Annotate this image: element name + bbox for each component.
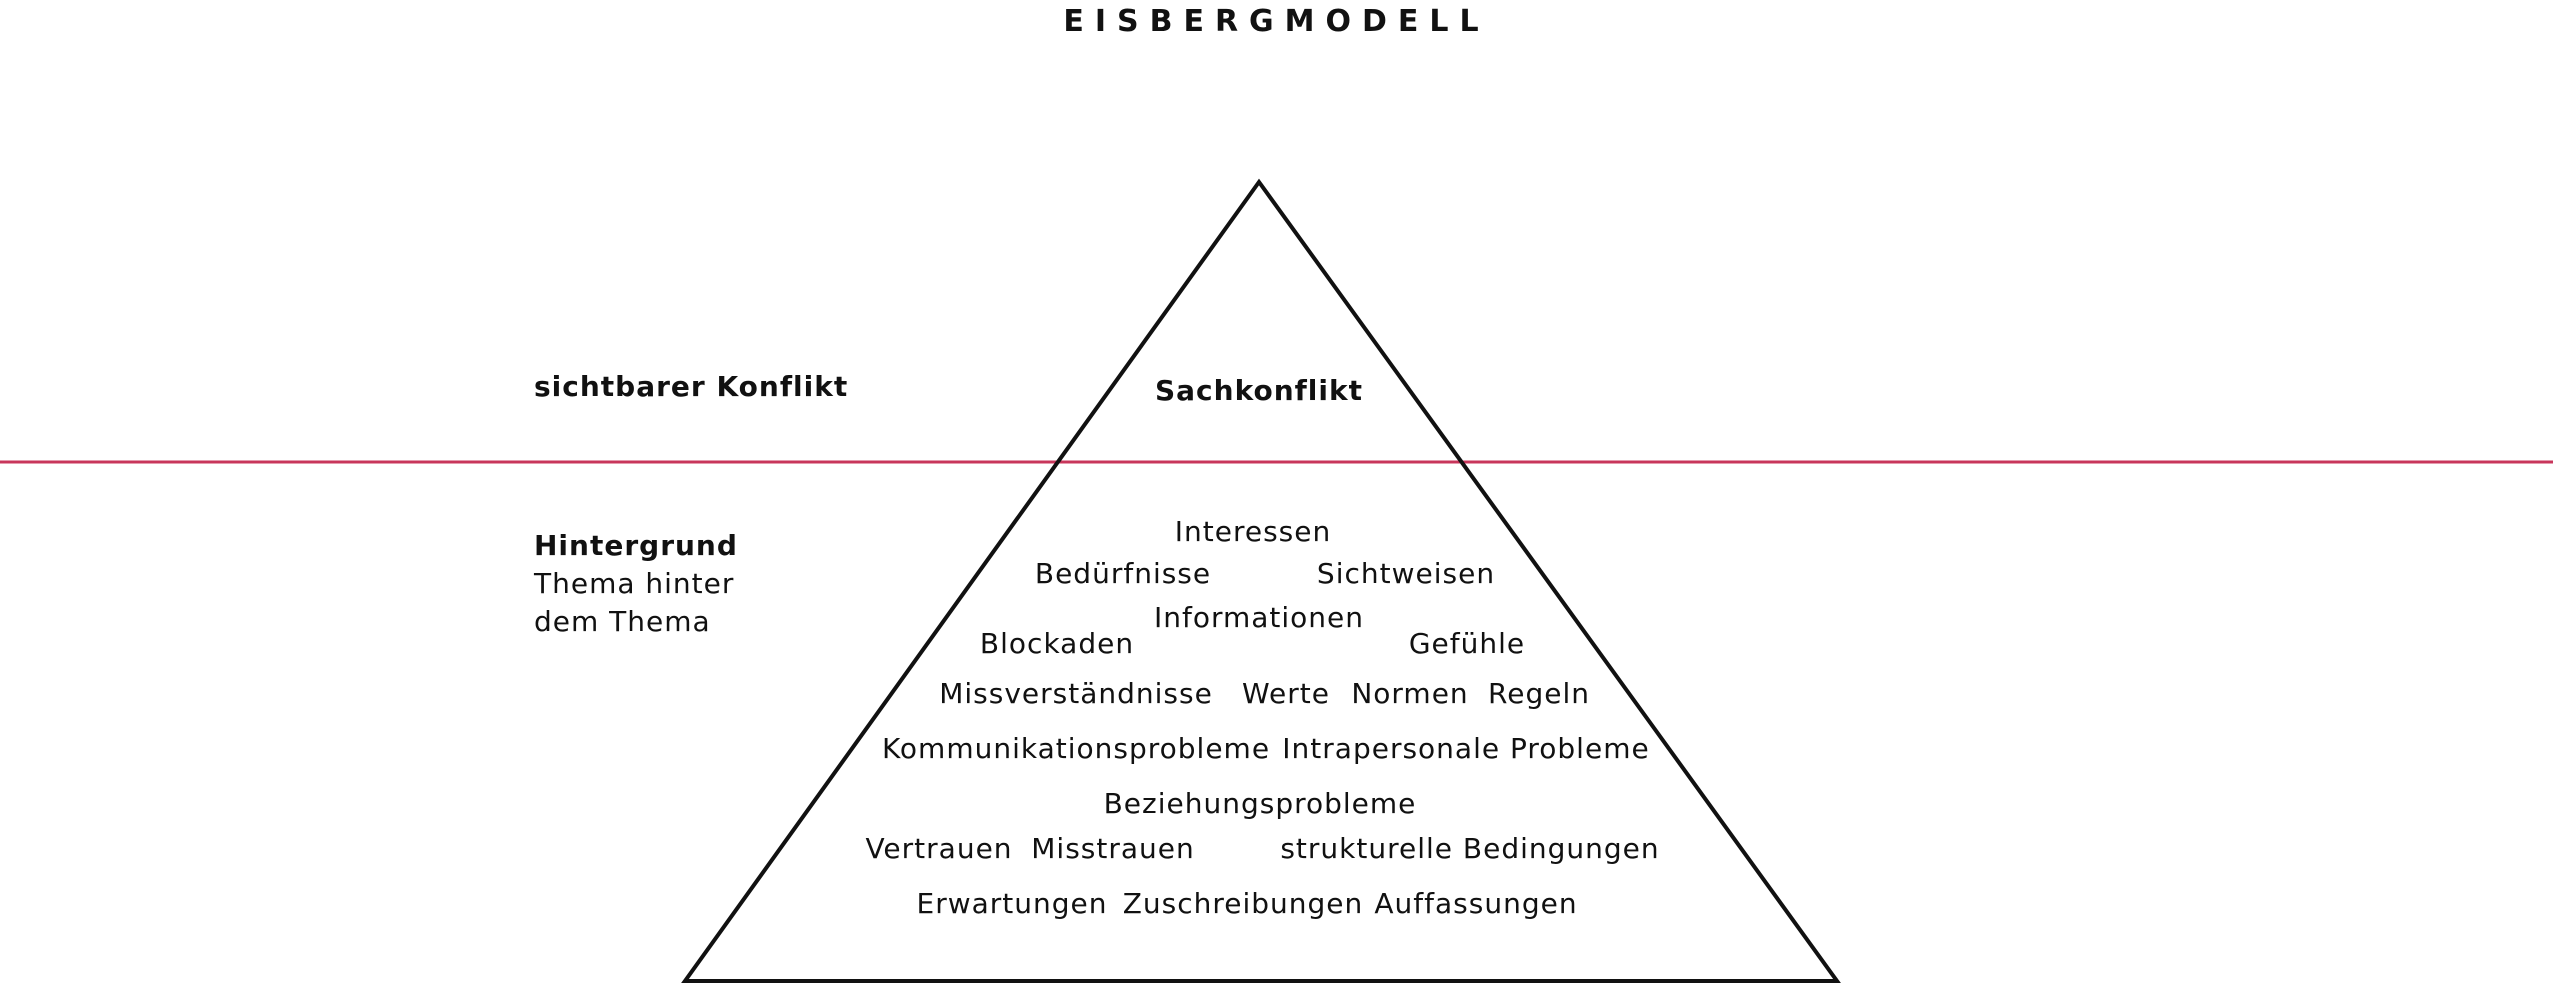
term-strukturelle-bedingungen: strukturelle Bedingungen — [1280, 832, 1660, 865]
term-blockaden: Blockaden — [979, 627, 1135, 660]
term-sichtweisen: Sichtweisen — [1316, 557, 1496, 590]
term-vertrauen: Vertrauen — [865, 832, 1013, 865]
term-informationen: Informationen — [1153, 601, 1365, 634]
background-heading: Hintergrund — [534, 529, 738, 562]
term-zuschreibungen: Zuschreibungen — [1122, 887, 1364, 920]
term-erwartungen: Erwartungen — [916, 887, 1108, 920]
background-subtext-line1: Thema hinter — [534, 567, 735, 600]
term-auffassungen: Auffassungen — [1374, 887, 1578, 920]
term-intrapersonale-probleme: Intrapersonale Probleme — [1282, 732, 1650, 765]
term-beziehungsprobleme: Beziehungsprobleme — [1103, 787, 1417, 820]
term-werte: Werte — [1242, 677, 1330, 710]
term-regeln: Regeln — [1488, 677, 1590, 710]
term-gefuehle: Gefühle — [1408, 627, 1526, 660]
visible-conflict-label: sichtbarer Konflikt — [534, 370, 849, 403]
term-misstrauen: Misstrauen — [1031, 832, 1195, 865]
background-subtext-line2: dem Thema — [534, 605, 711, 638]
term-kommunikationsprobleme: Kommunikationsprobleme — [881, 732, 1271, 765]
term-interessen: Interessen — [1174, 515, 1332, 548]
sachkonflikt-label: Sachkonflikt — [1154, 374, 1364, 407]
diagram-title: EISBERGMODELL — [1063, 4, 1490, 39]
term-missverstaendnisse: Missverständnisse — [939, 677, 1213, 710]
term-normen: Normen — [1351, 677, 1469, 710]
iceberg-triangle — [681, 178, 1841, 983]
term-beduerfnisse: Bedürfnisse — [1034, 557, 1212, 590]
